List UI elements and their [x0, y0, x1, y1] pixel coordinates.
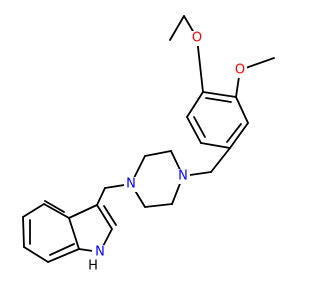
bond-benzene-5 [186, 116, 202, 144]
label-backdrop [124, 177, 138, 192]
bond-indole-c7a-c3a [68, 217, 80, 250]
bond-layer [22, 15, 275, 263]
molecule-structure: O O N N N H [22, 15, 275, 274]
bond-ethyl-ch3-ch2 [169, 15, 185, 41]
bond-benzene-3 [229, 122, 249, 149]
bond-indole-c5-c6 [22, 216, 25, 248]
bond-benzene-1 [202, 91, 237, 98]
atom-piperazine-n-left: N [124, 177, 138, 192]
label-backdrop [233, 63, 247, 78]
bond-ch2-indole [96, 187, 106, 206]
bond-benzene-6 [186, 91, 204, 118]
indole-n-label: N [95, 245, 105, 260]
atom-ethoxy-oxygen: O [190, 31, 204, 46]
piperazine-n-right-label: N [178, 169, 188, 184]
bond-indole-c3-c2 [96, 204, 113, 230]
bond-indole-c3-c2-double [103, 205, 117, 226]
ethoxy-oxygen-label: O [192, 31, 202, 46]
methoxy-oxygen-label: O [235, 63, 245, 78]
piperazine-n-left-label: N [126, 177, 136, 192]
bond-benzyl-ring-ch2 [210, 147, 231, 173]
label-backdrop [92, 245, 107, 260]
bond-indole-c7-c7a [47, 248, 80, 263]
label-backdrop [176, 169, 190, 184]
bond-benzene-2 [235, 96, 249, 124]
bond-benzene-4 [200, 142, 231, 149]
bond-ethoxy-o-ring [196, 37, 204, 93]
bond-piperazine-5 [144, 203, 173, 208]
label-backdrop [190, 31, 204, 46]
bond-indole-c3a-c4 [43, 203, 70, 219]
bond-indole-c6-c7 [23, 246, 49, 263]
atom-label-layer: O O N N N H [86, 31, 247, 274]
bond-piperazine-2 [144, 150, 172, 157]
bond-indole-c7-c7a-double [49, 243, 75, 256]
bond-benzene-1-double [205, 97, 232, 103]
indole-h-label: H [88, 259, 98, 274]
label-backdrop [86, 258, 101, 273]
atom-piperazine-n-right: N [176, 169, 190, 184]
bond-indole-c3a-c4-double [44, 200, 65, 213]
bond-benzene-3-double [226, 123, 242, 143]
bond-indole-c3a-c3 [68, 204, 98, 219]
atom-methoxy-oxygen: O [233, 63, 247, 78]
bond-benzene-5-double [193, 116, 206, 138]
atom-indole-nh: N H [86, 245, 107, 274]
bond-indole-c4-c5 [22, 203, 45, 218]
